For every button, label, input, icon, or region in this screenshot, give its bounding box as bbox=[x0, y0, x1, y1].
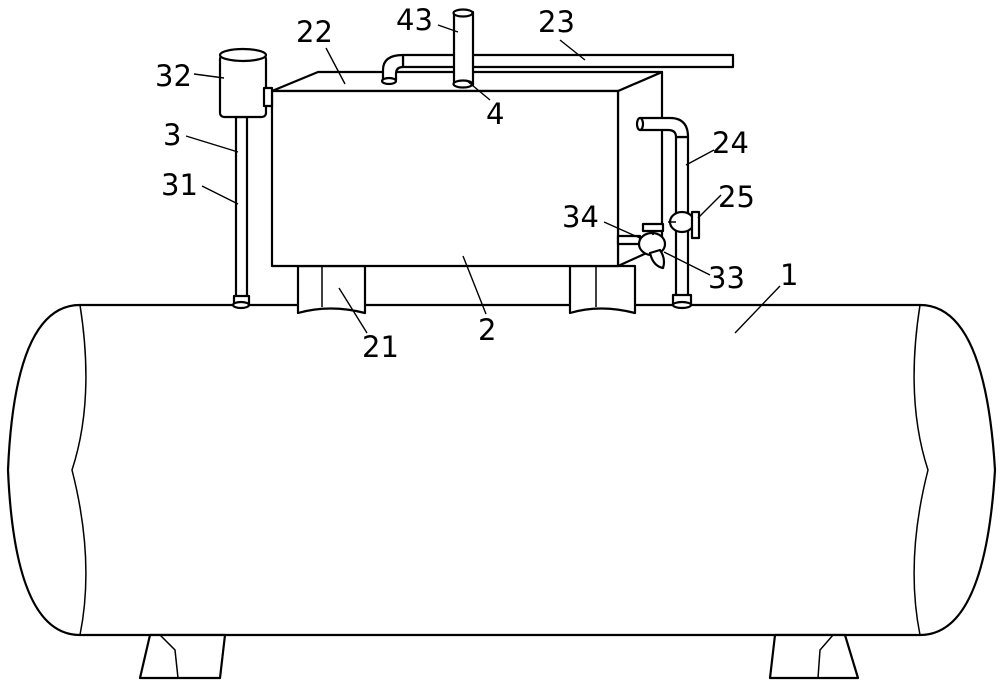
label-23: 23 bbox=[538, 5, 575, 39]
label-33: 33 bbox=[708, 261, 745, 295]
label-32: 32 bbox=[155, 59, 192, 93]
label-25: 25 bbox=[718, 180, 755, 214]
return-valve bbox=[668, 210, 701, 240]
tank-body bbox=[6, 303, 997, 637]
drain-tap bbox=[616, 222, 667, 270]
tank-left-foot bbox=[138, 633, 227, 680]
tank-right-weld-line bbox=[913, 304, 929, 636]
label-31: 31 bbox=[161, 168, 198, 202]
box-support-right bbox=[568, 264, 637, 315]
label-2: 2 bbox=[478, 313, 496, 347]
label-4: 4 bbox=[486, 97, 504, 131]
box-front bbox=[270, 89, 620, 268]
label-34: 34 bbox=[562, 200, 599, 234]
vent-pipe bbox=[452, 8, 475, 89]
label-24: 24 bbox=[712, 126, 749, 160]
level-column bbox=[231, 115, 251, 310]
label-3: 3 bbox=[163, 118, 181, 152]
box-support-left bbox=[296, 264, 367, 315]
label-22: 22 bbox=[296, 15, 333, 49]
level-float-chamber bbox=[218, 47, 274, 119]
label-21: 21 bbox=[362, 330, 399, 364]
label-1: 1 bbox=[780, 258, 798, 292]
leader-lines bbox=[185, 24, 781, 334]
overflow-pipe bbox=[380, 53, 735, 86]
tank-right-foot bbox=[768, 633, 860, 680]
tank-left-weld-line bbox=[71, 304, 87, 636]
label-43: 43 bbox=[396, 3, 433, 37]
reference-labels: 22 43 23 4 32 3 31 24 25 34 33 1 2 21 bbox=[155, 3, 798, 364]
